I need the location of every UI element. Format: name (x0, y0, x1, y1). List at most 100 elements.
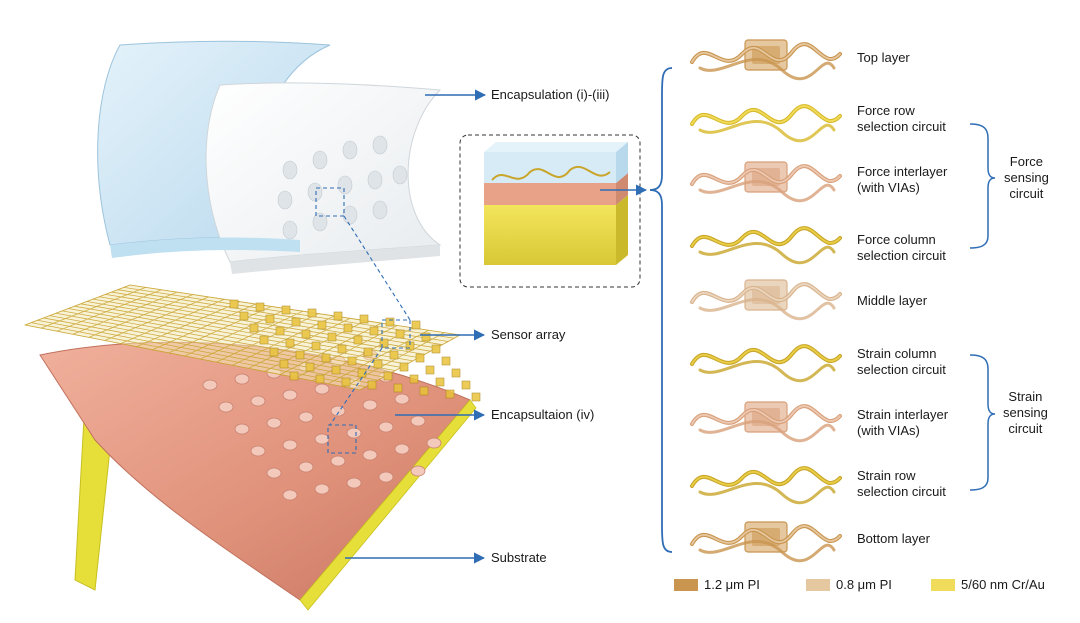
layer-label-strain-column: Strain column selection circuit (857, 346, 946, 377)
legend-item-0-8um-pi: 0.8 μm PI (806, 577, 892, 592)
mesh-line (120, 298, 225, 344)
sensor-node (399, 362, 409, 372)
mesh-line (327, 329, 429, 385)
sensor-node (311, 341, 321, 351)
sensor-node (415, 353, 425, 363)
sensor-node (259, 335, 269, 345)
thumbnail-ribbon-highlight (691, 105, 841, 125)
thumbnail-ribbon (698, 539, 836, 563)
layer-thumbnail (690, 104, 842, 143)
group-label-force: Force sensing circuit (1004, 154, 1049, 201)
encapsulation-bump (314, 483, 330, 495)
label-substrate: Substrate (491, 550, 547, 565)
encapsulation-bump (426, 437, 442, 449)
mesh-line (232, 315, 335, 366)
encapsulation-bump (378, 421, 394, 433)
mesh-line (80, 303, 414, 362)
sensor-node (315, 374, 325, 384)
thumbnail-ribbon-highlight (691, 227, 841, 247)
mesh-line (200, 310, 304, 360)
legend-label: 0.8 μm PI (836, 577, 892, 592)
substrate (39, 341, 477, 611)
thumbnail-ribbon (698, 119, 836, 143)
sensor-node (275, 326, 285, 336)
thumbnail-ribbon (698, 241, 836, 265)
mesh-line (40, 287, 146, 329)
force-group-bracket (969, 123, 996, 249)
mesh-line (152, 303, 256, 351)
label-sensor-array: Sensor array (491, 327, 566, 342)
sensor-node (369, 326, 379, 336)
label-encapsulation-i-iii: Encapsulation (i)-(iii) (491, 87, 610, 102)
sensor-node (347, 356, 357, 366)
sensor-node (305, 362, 315, 372)
mesh-line (55, 312, 390, 375)
thumbnail-ribbon-highlight (691, 405, 841, 425)
sensor-node (389, 350, 399, 360)
film-hole (282, 220, 298, 240)
mesh-line (37, 319, 372, 384)
thumbnail-ribbon-highlight (691, 165, 841, 185)
thumbnail-ribbon-highlight (691, 43, 841, 63)
sensor-node (343, 323, 353, 333)
mesh-line (56, 289, 162, 332)
layer-label-strain-interlayer: Strain interlayer (with VIAs) (857, 407, 949, 438)
sensor-node (395, 329, 405, 339)
legend-swatch (806, 578, 830, 591)
thumbnail-ribbon-highlight (691, 467, 841, 487)
mesh-line (49, 315, 384, 378)
film-hole (372, 135, 388, 155)
thumbnail-ribbon (698, 297, 836, 321)
legend-item-cr-au: 5/60 nm Cr/Au (931, 577, 1045, 592)
encapsulation-bump (394, 393, 410, 405)
encapsulation-bump (250, 395, 266, 407)
sensor-node (341, 377, 351, 387)
film-hole (312, 150, 328, 170)
sensor-node (307, 308, 317, 318)
film-hole (367, 170, 383, 190)
sensor-node (385, 317, 395, 327)
layer-label-top: Top layer (857, 50, 910, 65)
sensor-node (461, 380, 471, 390)
thumbnail-ribbon-highlight (691, 525, 841, 545)
sensor-node (333, 311, 343, 321)
cube-inset (459, 134, 641, 288)
mesh-line (168, 306, 272, 354)
sensor-node (451, 368, 461, 378)
layer-thumbnail (690, 466, 842, 505)
layer-thumbnail (690, 226, 842, 265)
layer-label-force-column: Force column selection circuit (857, 232, 946, 263)
sensor-array-mesh (23, 284, 481, 402)
legend-swatch (674, 578, 698, 591)
encapsulation-bump (330, 455, 346, 467)
sensor-node (411, 320, 421, 330)
encapsulation-bump (298, 411, 314, 423)
mesh-line (61, 310, 396, 371)
mesh-line (280, 322, 382, 375)
mesh-line (68, 308, 402, 368)
mesh-line (359, 334, 461, 391)
sensor-node (425, 365, 435, 375)
sensor-node (269, 347, 279, 357)
encapsulation-bump (410, 465, 426, 477)
encapsulation-bump (362, 399, 378, 411)
layer-thumbnail (690, 344, 842, 383)
layer-thumbnail (690, 521, 842, 563)
encapsulation-bump (314, 383, 330, 395)
sensor-node (301, 329, 311, 339)
mesh-line (43, 317, 378, 381)
layer-label-strain-row: Strain row selection circuit (857, 468, 946, 499)
film-hole (392, 165, 408, 185)
thumbnail-ribbon (698, 57, 836, 81)
sensor-node (295, 350, 305, 360)
layer-thumbnail (690, 401, 842, 443)
mesh-line (74, 305, 408, 365)
film-hole (342, 205, 358, 225)
sensor-node (373, 359, 383, 369)
sensor-node (409, 374, 419, 384)
sensor-node (445, 389, 455, 399)
mesh-line (24, 324, 361, 391)
mesh-line (104, 296, 209, 341)
layer-label-middle: Middle layer (857, 293, 928, 308)
